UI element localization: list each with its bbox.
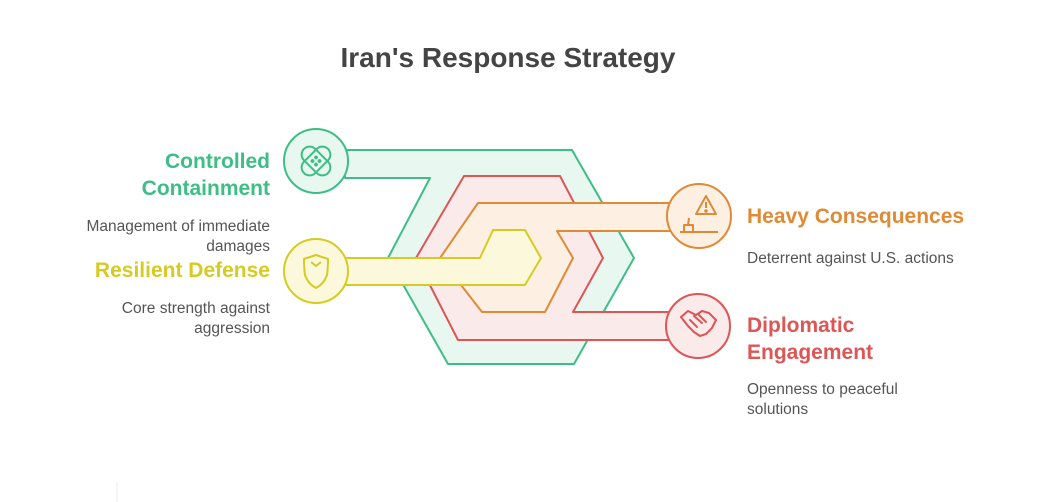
defense-circle <box>283 238 349 304</box>
handshake-icon <box>680 310 717 337</box>
page-title: Iran's Response Strategy <box>340 42 676 73</box>
consequences-label: Heavy Consequences <box>747 205 965 228</box>
consequences-circle <box>666 183 732 249</box>
diplomatic-description: Openness to peaceful solutions <box>747 381 898 418</box>
defense-label: Resilient Defense <box>94 259 270 282</box>
defense-description: Core strength against aggression <box>121 300 270 337</box>
consequences-description: Deterrent against U.S. actions <box>747 250 954 267</box>
containment-circle <box>283 128 349 194</box>
warning-icon <box>680 195 718 233</box>
diplomatic-circle <box>665 293 731 359</box>
shield-icon <box>303 254 329 289</box>
yellow-hexagon-band <box>344 229 542 286</box>
bandage-icon <box>300 145 332 177</box>
containment-label: Controlled Containment <box>141 150 270 200</box>
diplomatic-label: Diplomatic Engagement <box>747 314 874 364</box>
containment-description: Management of immediate damages <box>86 218 270 255</box>
